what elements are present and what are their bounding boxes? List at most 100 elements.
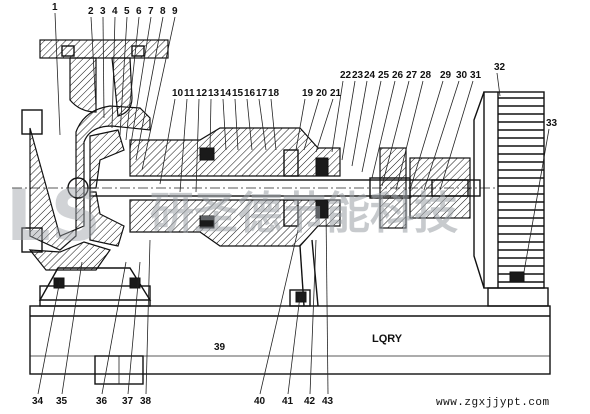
callout-14: 14: [220, 88, 232, 99]
leader-16: [246, 98, 253, 151]
leader-23: [341, 80, 356, 161]
leader-20: [303, 98, 320, 151]
callout-22: 22: [340, 70, 352, 81]
callout-2: 2: [88, 6, 94, 17]
callout-20: 20: [316, 88, 328, 99]
callout-38: 38: [140, 396, 152, 407]
callout-43: 43: [322, 396, 334, 407]
leader-38: [145, 239, 151, 395]
callout-7: 7: [148, 6, 154, 17]
leader-19: [295, 98, 306, 151]
callout-6: 6: [136, 6, 142, 17]
callout-41: 41: [282, 396, 294, 407]
leader-27: [381, 80, 410, 187]
callout-18: 18: [268, 88, 280, 99]
leader-28: [395, 80, 424, 191]
callout-8: 8: [160, 6, 166, 17]
callout-34: 34: [32, 396, 44, 407]
callout-10: 10: [172, 88, 184, 99]
leader-24: [351, 80, 368, 167]
motor-fins: [498, 97, 544, 283]
casing-support: [38, 267, 152, 307]
callout-35: 35: [56, 396, 68, 407]
callout-16: 16: [244, 88, 256, 99]
callout-15: 15: [232, 88, 244, 99]
leader-10: [159, 98, 176, 185]
callout-1: 1: [52, 2, 58, 13]
watermark: LS 研圣德节能科技: [6, 175, 458, 257]
callout-39: 39: [214, 342, 226, 353]
callout-21: 21: [330, 88, 342, 99]
callout-29: 29: [440, 70, 452, 81]
callout-32: 32: [494, 62, 506, 73]
callout-40: 40: [254, 396, 266, 407]
anchor-bolts: [53, 277, 307, 303]
leader-36: [101, 261, 127, 395]
callout-31: 31: [470, 70, 482, 81]
callout-9: 9: [172, 6, 178, 17]
callout-27: 27: [406, 70, 418, 81]
leader-1: [54, 12, 61, 136]
leader-21: [315, 98, 334, 153]
model-label: LQRY: [372, 333, 403, 345]
leader-22: [331, 80, 344, 153]
callout-42: 42: [304, 396, 316, 407]
leader-11: [179, 98, 188, 193]
callout-30: 30: [456, 70, 468, 81]
callout-19: 19: [302, 88, 314, 99]
callout-4: 4: [112, 6, 118, 17]
leader-18: [270, 98, 277, 151]
leader-31: [439, 80, 474, 191]
leader-2: [90, 16, 97, 109]
leader-9: [141, 16, 176, 171]
leader-17: [258, 98, 267, 151]
watermark-logo: LS: [6, 175, 101, 257]
leader-7: [129, 16, 152, 151]
callout-17: 17: [256, 88, 268, 99]
leader-33: [523, 128, 550, 273]
leader-40: [259, 229, 299, 395]
callout-13: 13: [208, 88, 220, 99]
callout-leaders: [37, 12, 550, 395]
leader-12: [195, 98, 200, 193]
leader-35: [61, 261, 83, 395]
leader-5: [119, 16, 128, 136]
leader-13: [209, 98, 212, 151]
bearing-housing: [129, 127, 341, 247]
callout-3: 3: [100, 6, 106, 17]
leader-4: [111, 16, 116, 129]
callout-36: 36: [96, 396, 108, 407]
leader-30: [423, 80, 460, 191]
leader-15: [234, 98, 239, 151]
leader-26: [371, 80, 396, 179]
leader-6: [125, 16, 140, 141]
callout-24: 24: [364, 70, 376, 81]
leader-29: [409, 80, 444, 191]
leader-41: [287, 295, 301, 395]
leader-37: [127, 261, 141, 395]
leader-25: [361, 80, 382, 173]
leader-43: [325, 209, 329, 395]
callout-25: 25: [378, 70, 390, 81]
website-text: www.zgxjjypt.com: [436, 397, 550, 409]
callout-33: 33: [546, 118, 558, 129]
callout-28: 28: [420, 70, 432, 81]
motor-foot: [487, 271, 549, 307]
bottom-callout-numbers: 34 35 36 37 38 39 40 41 42 43: [32, 342, 334, 407]
callout-12: 12: [196, 88, 208, 99]
callout-23: 23: [352, 70, 364, 81]
coupling: [369, 147, 471, 229]
callout-26: 26: [392, 70, 404, 81]
callout-5: 5: [124, 6, 130, 17]
impeller: [67, 129, 125, 247]
watermark-text: 研圣德节能科技: [150, 188, 458, 239]
callout-37: 37: [122, 396, 134, 407]
leader-3: [102, 16, 105, 119]
leader-8: [135, 16, 164, 161]
leader-34: [37, 279, 61, 395]
baseplate: [29, 305, 551, 385]
leader-32: [496, 72, 501, 97]
